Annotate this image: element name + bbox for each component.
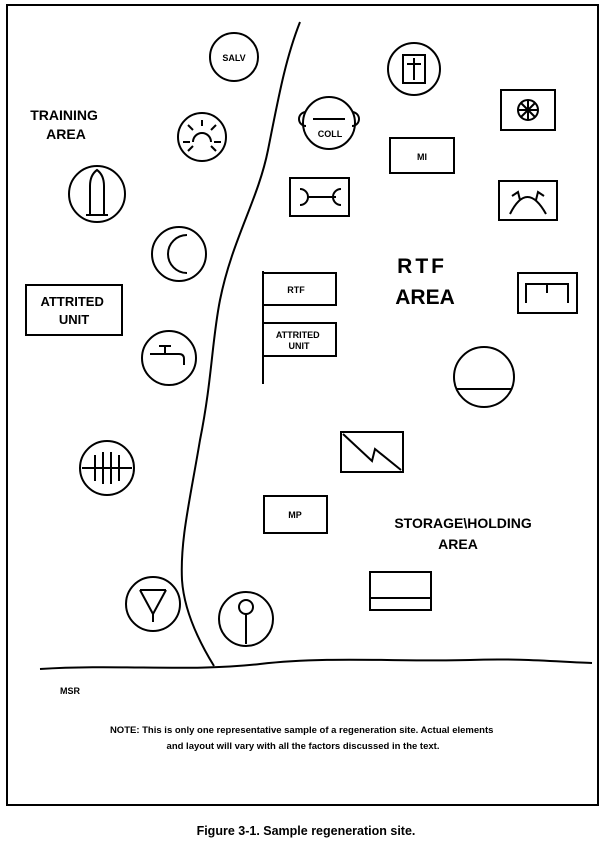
svg-text:ATTRITED UNIT: ATTRITED UNIT [41, 294, 108, 327]
training-area-line-1: TRAINING [30, 107, 98, 123]
wheel-box-icon [500, 89, 556, 131]
mi-label: MI [417, 152, 427, 162]
rtf-flag-label: RTF [287, 285, 305, 295]
attrited-unit-line-2: UNIT [59, 312, 89, 327]
missile-icon [68, 165, 126, 223]
storage-box-icon [369, 571, 432, 611]
storage-area-line-1: STORAGE\HOLDING [394, 515, 532, 531]
collection-label: COLL [318, 129, 343, 139]
sunburst-icon [177, 112, 227, 162]
medical-cross-icon [387, 42, 441, 96]
position-marker-icon [218, 591, 274, 647]
figure-caption: Figure 3-1. Sample regeneration site. [197, 824, 416, 838]
antenna-icon [125, 576, 181, 632]
crescent-icon [151, 226, 207, 282]
collection-symbol [298, 96, 360, 150]
note-text: NOTE: This is only one representative sa… [110, 725, 496, 752]
mp-box: MP [263, 495, 328, 534]
note-line-1: NOTE: This is only one representative sa… [110, 725, 493, 736]
horizon-circle-icon [453, 346, 515, 408]
msr-label: MSR [60, 686, 81, 696]
mp-label: MP [288, 510, 302, 520]
salvage-symbol: SALV [209, 32, 259, 82]
rtf-area-line-2: AREA [395, 286, 455, 309]
attrited-unit-box: ATTRITED UNIT [25, 284, 123, 336]
rail-box-icon [517, 272, 578, 314]
training-area-line-2: AREA [46, 126, 86, 142]
arc-arrows-box-icon [498, 180, 558, 221]
attrited-flag-label: ATTRITED UNIT [276, 330, 322, 351]
msr-road-line [39, 658, 593, 670]
rtf-area-line-1: RTF [397, 255, 447, 278]
area-boundary-line [180, 21, 301, 667]
storage-holding-area-label: STORAGE\HOLDING AREA [394, 515, 535, 552]
training-area-label: TRAINING AREA [30, 107, 102, 142]
note-line-2: and layout will vary with all the factor… [167, 741, 440, 752]
figure-border [6, 4, 599, 806]
grid-maintenance-icon [79, 440, 135, 496]
water-tap-icon [141, 330, 197, 386]
rtf-area-label: RTF AREA [395, 255, 455, 309]
salvage-label: SALV [222, 53, 245, 63]
attrited-flag-line-1: ATTRITED [276, 330, 320, 340]
connector-box-icon [289, 177, 350, 217]
attrited-flag-line-2: UNIT [289, 341, 310, 351]
attrited-unit-line-1: ATTRITED [41, 294, 104, 309]
mi-box: MI [389, 137, 455, 174]
signal-box-icon [340, 431, 404, 473]
rtf-flagpole: RTF ATTRITED UNIT [262, 271, 337, 384]
storage-area-line-2: AREA [438, 536, 478, 552]
